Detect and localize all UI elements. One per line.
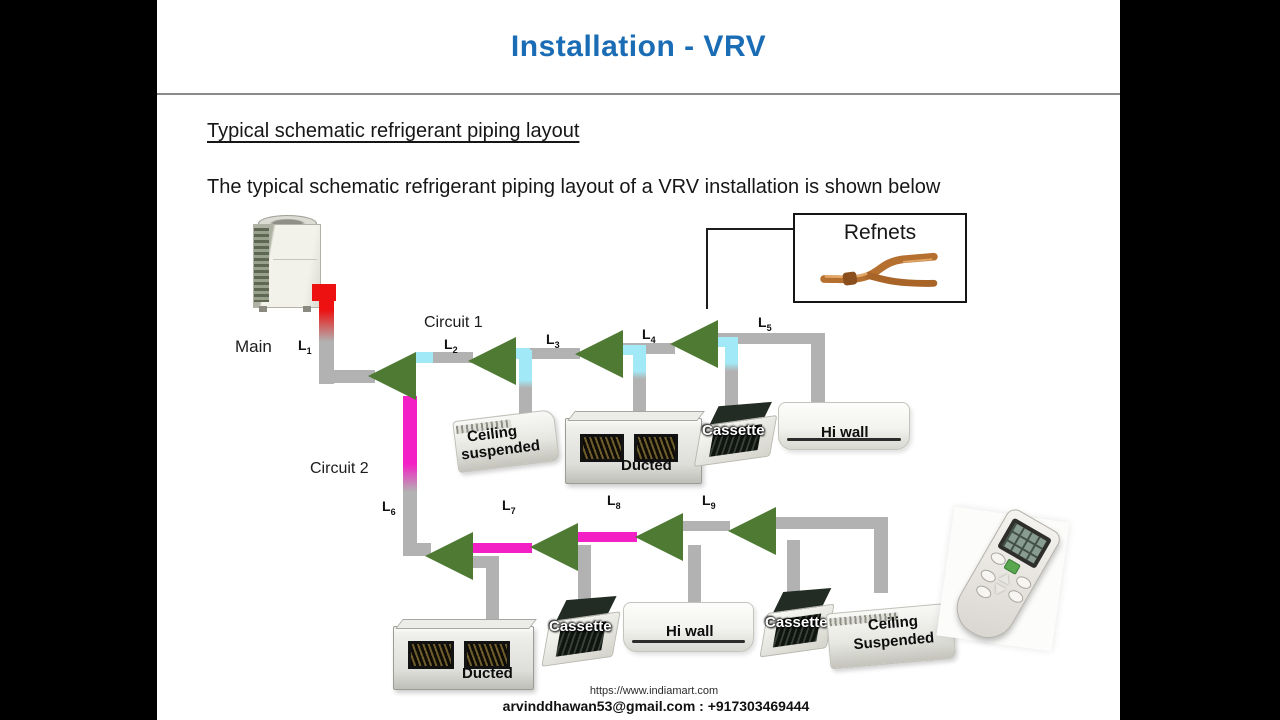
pipe-drop-ceilingsuspended-2: [874, 517, 888, 593]
refnet-photo: [820, 252, 938, 287]
outdoor-unit-image: [253, 215, 321, 312]
pipe-circuit2-riser: [403, 396, 417, 556]
pipe-l2: [415, 352, 473, 363]
circuit2-label: Circuit 2: [310, 460, 369, 477]
pipe-main-horizontal: [319, 370, 375, 383]
cassette-unit-3: Cassette: [759, 588, 835, 658]
footer-contact: arvinddhawan53@gmail.com : +917303469444: [502, 698, 810, 714]
outdoor-grille: [254, 228, 269, 302]
pipe-label-l4: L4: [642, 326, 656, 345]
pipe-label-l3: L3: [546, 331, 560, 350]
ceiling-suspended-unit-2: Ceiling Suspended: [825, 602, 957, 670]
hi-wall-unit-2: Hi wall: [623, 602, 754, 652]
cassette-unit-2: Cassette: [541, 595, 621, 668]
refnets-leader-line: [706, 228, 794, 230]
pipe-drop-hiwall-2: [688, 545, 701, 607]
pipe-main-riser: [319, 296, 334, 384]
footer-url: https://www.indiamart.com: [589, 685, 719, 697]
refnets-label: Refnets: [843, 221, 917, 244]
pipe-l7: [471, 543, 532, 553]
section-heading: Typical schematic refrigerant piping lay…: [207, 120, 580, 142]
pipe-label-l6: L6: [382, 498, 396, 517]
refnet-joint-icon-3: [575, 330, 623, 378]
refnet-joint-icon-4: [670, 320, 718, 368]
hi-wall-unit-1: Hi wall: [778, 402, 910, 450]
ducted-unit-1: Ducted: [565, 418, 702, 484]
pipe-drop-cassette-1: [725, 337, 738, 407]
pipe-drop-cassette-3: [787, 540, 800, 597]
pipe-l2-cyan: [415, 352, 433, 363]
pipe-to-ceilingsuspended-2: [774, 517, 888, 529]
refnet-joint-icon-1: [368, 352, 416, 400]
pipe-l4: [621, 343, 675, 354]
pipe-l5: [716, 333, 825, 344]
slide: Installation - VRV Typical schematic ref…: [157, 0, 1120, 720]
pipe-drop-ducted-2: [486, 556, 499, 626]
page-title: Installation - VRV: [510, 30, 767, 63]
cassette-unit-1: Cassette: [693, 401, 778, 468]
pipe-label-l5: L5: [758, 314, 772, 333]
ceiling-suspended-unit-1: Ceiling suspended: [452, 408, 560, 474]
pipe-label-l9: L9: [702, 492, 716, 511]
pipe-l9: [681, 521, 730, 531]
pipe-label-l1: L1: [298, 337, 312, 356]
intro-text: The typical schematic refrigerant piping…: [207, 176, 941, 198]
pipe-drop-hiwall-1: [811, 333, 825, 405]
refnets-callout-box: Refnets: [793, 213, 967, 303]
remote-down-button: [991, 583, 1007, 597]
refnet-joint-icon-6: [530, 523, 578, 571]
refnet-joint-icon-7: [635, 513, 683, 561]
title-divider: [157, 93, 1120, 95]
pipe-label-l8: L8: [607, 492, 621, 511]
circuit1-label: Circuit 1: [424, 314, 483, 331]
remote-up-button: [998, 571, 1014, 585]
main-label: Main: [235, 337, 272, 356]
refnet-joint-icon-5: [425, 532, 473, 580]
refnet-joint-icon-2: [468, 337, 516, 385]
pipe-l8: [576, 532, 637, 542]
pipe-circuit2-elbow: [403, 543, 431, 556]
ducted-unit-2: Ducted: [393, 626, 534, 690]
pipe-drop-ducted-1: [633, 345, 646, 425]
pipe-label-l7: L7: [502, 497, 516, 516]
refnet-joint-icon-8: [728, 507, 776, 555]
pipe-drop-cassette-2: [578, 545, 591, 607]
pipe-label-l2: L2: [444, 336, 458, 355]
pipe-l3: [514, 348, 580, 359]
